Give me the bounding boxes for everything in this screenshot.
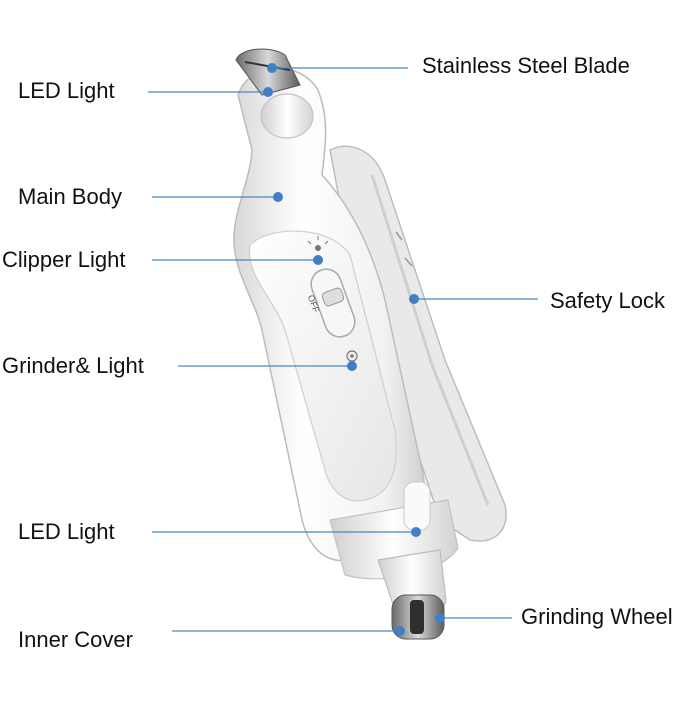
clipper-light-icon (307, 236, 329, 251)
safety-lock-marks (395, 231, 413, 267)
label-led-light-bottom: LED Light (18, 519, 115, 544)
label-clipper-light: Clipper Light (2, 247, 126, 272)
label-stainless-steel-blade: Stainless Steel Blade (422, 53, 630, 78)
grinding-wheel-slot (410, 600, 424, 634)
callout-safety-lock (409, 294, 538, 304)
label-safety-lock: Safety Lock (550, 288, 665, 313)
callout-grinding-wheel (435, 613, 512, 623)
callout-clipper-light (152, 255, 323, 265)
label-grinder-light: Grinder& Light (2, 353, 144, 378)
callout-inner-cover (172, 626, 405, 636)
slide-switch[interactable] (307, 265, 359, 341)
label-inner-cover: Inner Cover (18, 627, 133, 652)
callout-grinder-light (178, 361, 357, 371)
callout-led-light-bottom (152, 527, 421, 537)
callout-main-body (152, 192, 283, 202)
label-grinding-wheel: Grinding Wheel (521, 604, 673, 629)
label-main-body: Main Body (18, 184, 122, 209)
label-led-light-top: LED Light (18, 78, 115, 103)
device-side-rail (370, 174, 490, 506)
callout-led-light-top (148, 87, 273, 97)
top-cap (260, 93, 314, 139)
callout-stainless-steel-blade (267, 63, 408, 73)
blade-head (235, 48, 301, 96)
